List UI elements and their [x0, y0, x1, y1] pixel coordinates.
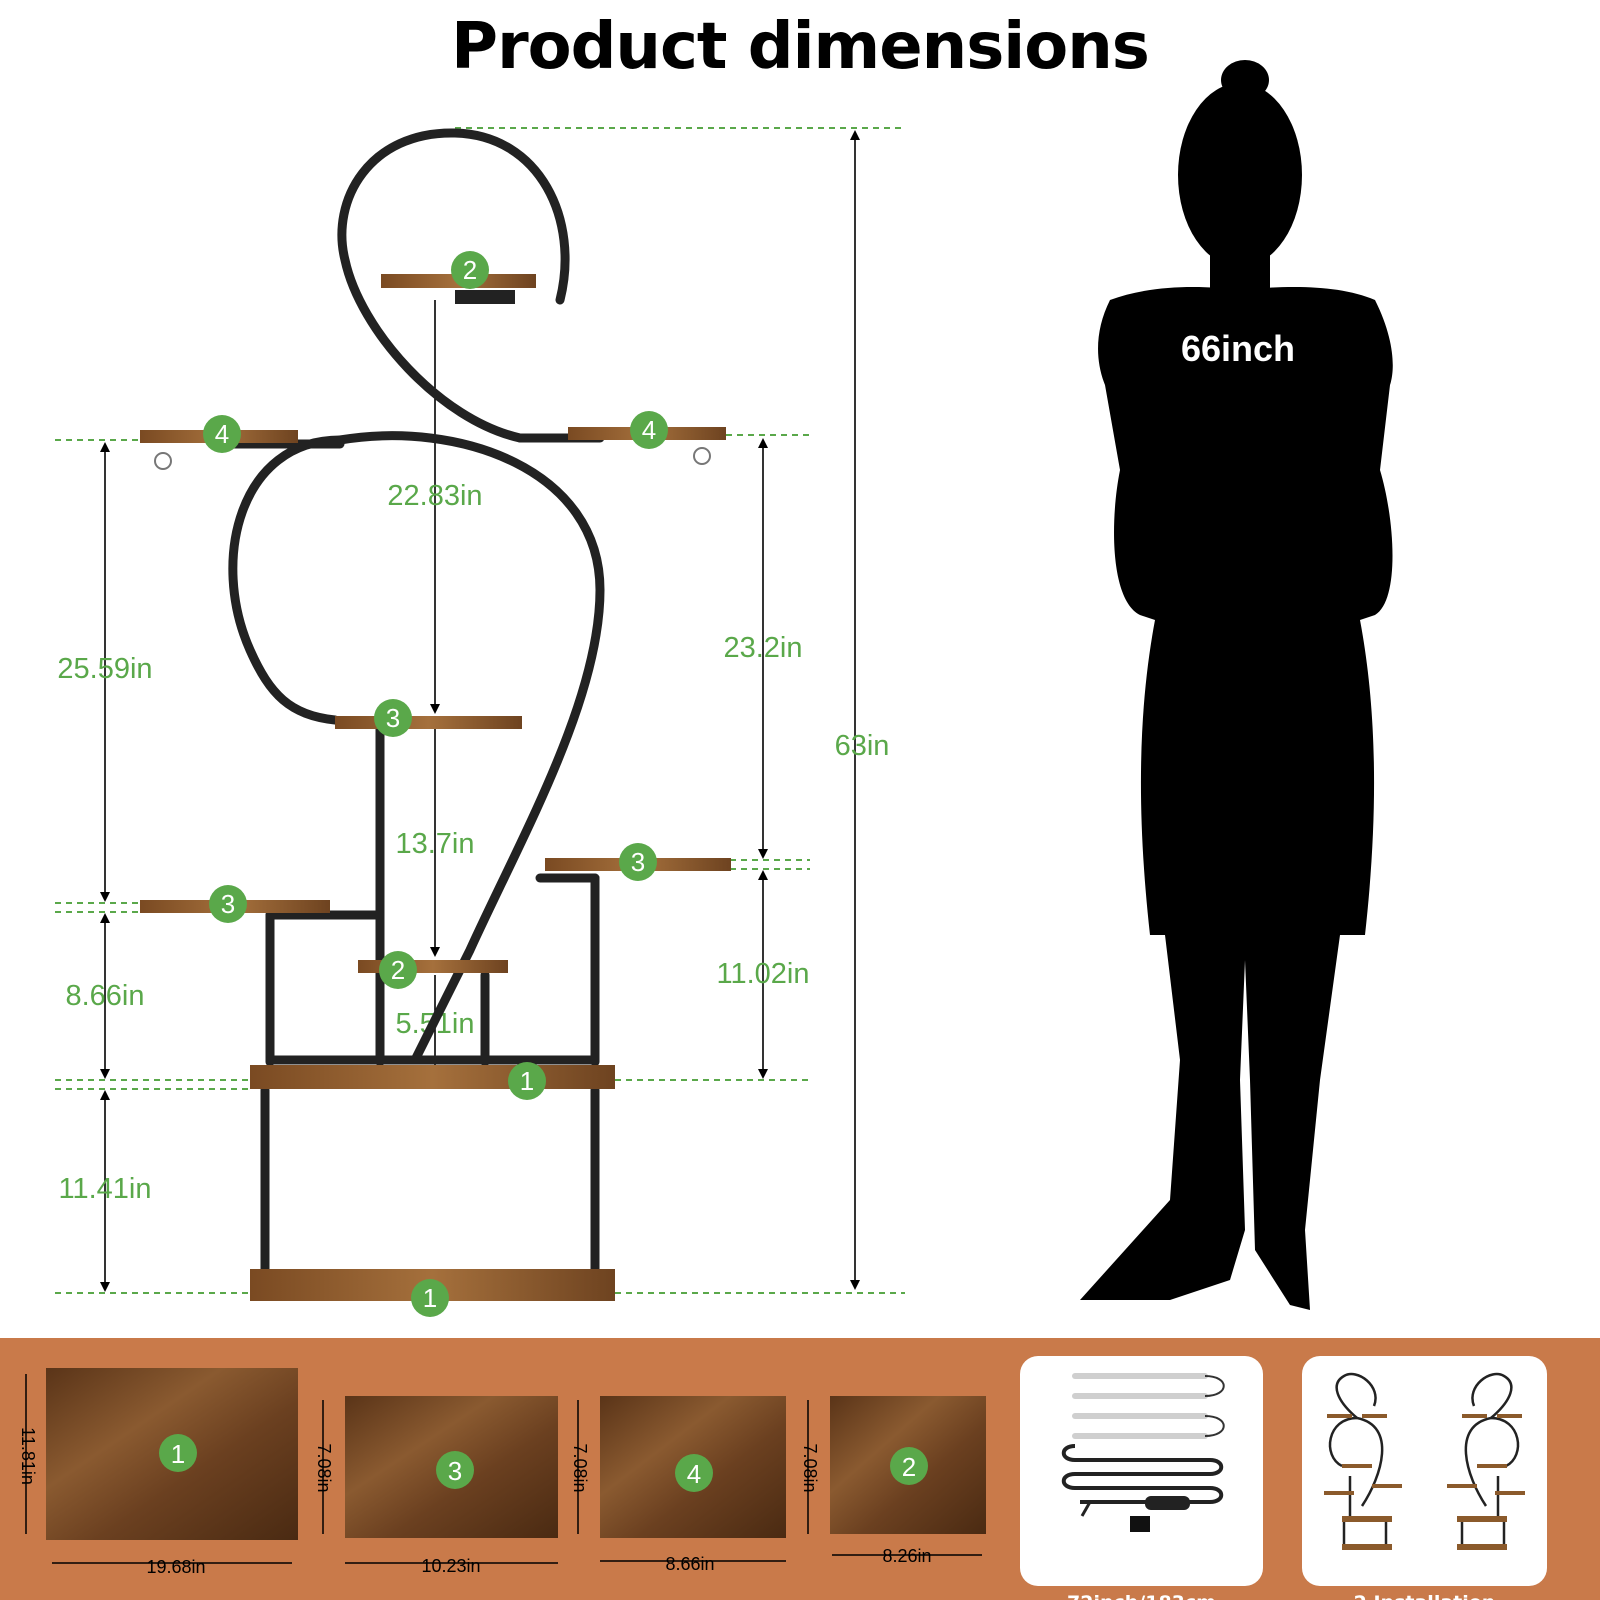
panel-1-width: 19.68in	[146, 1557, 205, 1577]
led-caption: 72inch/183cm	[1020, 1592, 1263, 1600]
led-strip-card: 72inch/183cm	[1020, 1356, 1263, 1600]
arrow-heads	[100, 130, 860, 1292]
badge-shelf-middle: 3	[386, 703, 400, 733]
label-right-upper: 23.2in	[723, 632, 802, 664]
panel-3-badge: 3	[448, 1456, 462, 1486]
panel-3-width: 10.23in	[421, 1556, 480, 1576]
led-strip-icon	[1061, 1373, 1225, 1532]
shelf-middle	[335, 716, 522, 729]
badge-shelf-base: 1	[423, 1283, 437, 1313]
shelf-lower	[250, 1065, 615, 1089]
label-overall-height: 63in	[835, 730, 890, 762]
badge-shelf-upper-right: 4	[642, 415, 656, 445]
metal-frame	[220, 128, 605, 1280]
label-top-to-mid: 22.83in	[387, 480, 482, 512]
panel-1-badge: 1	[171, 1439, 185, 1469]
label-left-middle: 8.66in	[65, 980, 144, 1012]
panel-3-height: 7.08in	[314, 1443, 334, 1492]
page-title: Product dimensions	[451, 10, 1150, 84]
label-right-middle: 11.02in	[717, 958, 810, 990]
panel-4-height: 7.08in	[570, 1443, 590, 1492]
person-height-label: 66inch	[1181, 328, 1295, 369]
panel-4-width: 8.66in	[665, 1554, 714, 1574]
person-silhouette	[1080, 60, 1393, 1310]
panel-2-badge: 2	[902, 1452, 916, 1482]
dimension-diagram: 63in 22.83in 25.59in 23.2in 13.7in 8.66i…	[55, 60, 1393, 1317]
orientation-card: 2 Installation Orientations	[1302, 1356, 1547, 1600]
label-mid-shelf-gap: 13.7in	[395, 828, 474, 860]
label-left-upper: 25.59in	[57, 653, 152, 685]
panel-1-height: 11.81in	[18, 1427, 38, 1485]
label-bottom-gap: 11.41in	[59, 1173, 152, 1205]
orientation-icon	[1324, 1373, 1525, 1550]
panel-4-badge: 4	[687, 1459, 701, 1489]
guide-lines	[55, 127, 905, 1294]
badge-shelf-lower: 1	[520, 1066, 534, 1096]
orientation-caption: 2 Installation Orientations	[1292, 1592, 1557, 1600]
panel-2-width: 8.26in	[882, 1546, 931, 1566]
badge-shelf-right-mid: 3	[631, 847, 645, 877]
panel-2-height: 7.08in	[800, 1443, 820, 1492]
badge-shelf-upper-left: 4	[215, 419, 229, 449]
dimension-arrows	[104, 132, 856, 1290]
badge-shelf-left-mid: 3	[221, 889, 235, 919]
panel-diagrams: 1 19.68in 11.81in 3 10.23in 7.08in 4 8.6…	[18, 1368, 986, 1577]
badge-shelf-small: 2	[391, 955, 405, 985]
badge-shelf-top: 2	[463, 255, 477, 285]
